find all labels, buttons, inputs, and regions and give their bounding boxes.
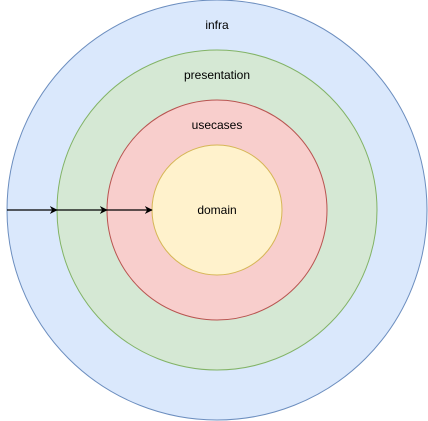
domain-layer[interactable]: domain bbox=[151, 144, 283, 276]
presentation-label: presentation bbox=[184, 68, 250, 82]
usecases-label: usecases bbox=[192, 118, 243, 132]
domain-label: domain bbox=[197, 203, 236, 217]
infra-label: infra bbox=[205, 18, 229, 32]
